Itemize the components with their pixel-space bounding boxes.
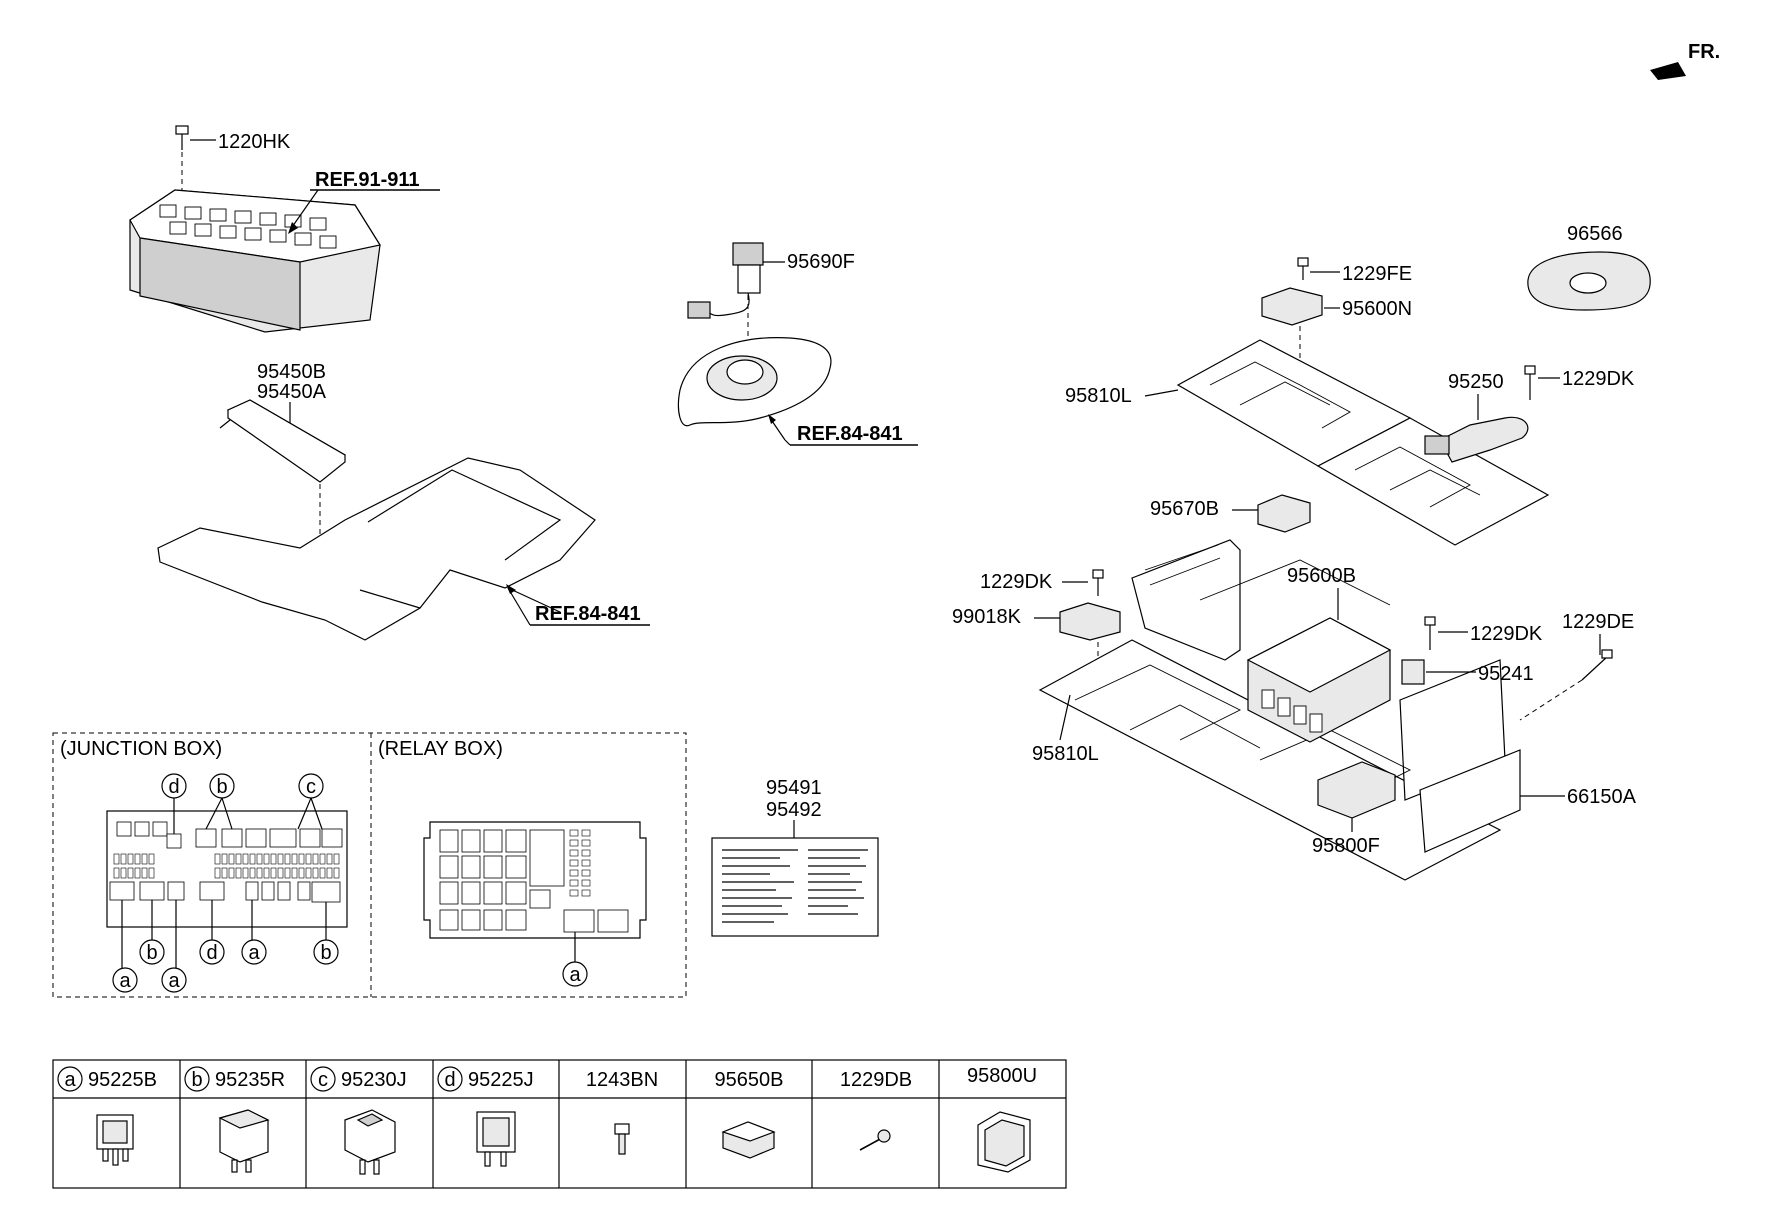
junction-marker-a-2[interactable]: a: [161, 900, 187, 993]
junction-marker-a-3[interactable]: a: [241, 900, 267, 965]
callout-ref-84-841-console: REF.84-841: [797, 423, 903, 445]
svg-text:c: c: [306, 776, 316, 798]
callout-1229DK-right: 1229DK: [1470, 623, 1543, 645]
callout-95450A: 95450A: [257, 381, 327, 403]
relay-icon: [218, 1109, 270, 1173]
upper-tray-assembly[interactable]: 96566 1229FE 95600N 95810L 95250: [1065, 223, 1651, 546]
table-header-1229DB[interactable]: 1229DB: [840, 1069, 912, 1091]
svg-text:a: a: [64, 1069, 76, 1091]
svg-text:d: d: [444, 1069, 455, 1091]
callout-1229DE: 1229DE: [1562, 611, 1634, 633]
table-header-95800U[interactable]: 95800U: [967, 1065, 1037, 1087]
svg-text:95235R: 95235R: [215, 1069, 285, 1091]
callout-ref-91-911: REF.91-911: [315, 169, 420, 191]
svg-text:95230J: 95230J: [341, 1069, 407, 1091]
table-header-95235R[interactable]: b 95235R: [184, 1066, 285, 1092]
callout-95450B: 95450B: [257, 361, 326, 383]
svg-text:a: a: [168, 970, 180, 992]
callout-1220HK: 1220HK: [218, 131, 291, 153]
junction-marker-b-2[interactable]: b: [313, 902, 339, 965]
svg-text:b: b: [216, 776, 227, 798]
callout-95600N: 95600N: [1342, 298, 1412, 320]
console-95690F-assembly[interactable]: 95690F REF.84-841: [677, 242, 918, 446]
table-header-1243BN[interactable]: 1243BN: [586, 1069, 658, 1091]
front-direction-indicator: FR.: [1650, 41, 1720, 80]
bolt-icon: [614, 1123, 630, 1155]
svg-text:a: a: [119, 970, 131, 992]
svg-text:c: c: [318, 1069, 328, 1091]
svg-text:95225B: 95225B: [88, 1069, 157, 1091]
junction-marker-b-top[interactable]: b: [205, 773, 235, 830]
junction-marker-c-top[interactable]: c: [297, 773, 324, 830]
callout-95492: 95492: [766, 799, 822, 821]
bracket-95450-assembly[interactable]: 95450B 95450A REF.84-841: [157, 361, 650, 641]
svg-text:b: b: [320, 942, 331, 964]
front-label: FR.: [1688, 41, 1720, 63]
module-icon: [721, 1121, 776, 1159]
callout-95491: 95491: [766, 777, 822, 799]
relay-box-title: (RELAY BOX): [378, 738, 503, 760]
callout-ref-84-841-floor: REF.84-841: [535, 603, 641, 625]
callout-95600B: 95600B: [1287, 565, 1356, 587]
table-header-95225B[interactable]: a 95225B: [57, 1066, 157, 1092]
junction-box-assembly[interactable]: 1220HK REF.91-911: [129, 125, 440, 333]
detail-frames: [52, 732, 687, 998]
junction-box-title: (JUNCTION BOX): [60, 738, 222, 760]
svg-text:1229DB: 1229DB: [840, 1069, 912, 1091]
relay-marker-a[interactable]: a: [562, 932, 588, 987]
relay-icon: [476, 1111, 516, 1167]
front-arrow-icon: [1650, 62, 1686, 80]
callout-95250: 95250: [1448, 371, 1504, 393]
table-header-95650B[interactable]: 95650B: [715, 1069, 784, 1091]
svg-text:a: a: [248, 942, 260, 964]
table-header-95225J[interactable]: d 95225J: [437, 1066, 534, 1092]
svg-text:95650B: 95650B: [715, 1069, 784, 1091]
junction-marker-b-1[interactable]: b: [139, 900, 165, 965]
relay-icon: [96, 1114, 134, 1166]
callout-1229DK-left: 1229DK: [980, 571, 1053, 593]
junction-marker-a-1[interactable]: a: [112, 900, 138, 993]
screw-icon: [859, 1129, 891, 1151]
junction-box-detail[interactable]: (JUNCTION BOX): [60, 738, 348, 993]
parts-table: a 95225B b 95235R c 95230J: [52, 1059, 1067, 1189]
callout-95241: 95241: [1478, 663, 1534, 685]
lower-bracket-assembly[interactable]: 95670B 1229DK 99018K 95810L 95600B: [952, 494, 1637, 881]
bracket-icon: [977, 1111, 1031, 1173]
relay-icon: [344, 1109, 396, 1175]
svg-text:1243BN: 1243BN: [586, 1069, 658, 1091]
callout-95810L-upper: 95810L: [1065, 385, 1132, 407]
svg-text:a: a: [569, 964, 581, 986]
callout-95670B: 95670B: [1150, 498, 1219, 520]
callout-1229DK-upper: 1229DK: [1562, 368, 1635, 390]
relay-box-detail[interactable]: (RELAY BOX) a: [378, 738, 647, 987]
fuse-label-95491-95492[interactable]: 95491 95492: [711, 777, 879, 937]
svg-text:d: d: [206, 942, 217, 964]
callout-95810L-lower: 95810L: [1032, 743, 1099, 765]
svg-text:95800U: 95800U: [967, 1065, 1037, 1087]
svg-text:95225J: 95225J: [468, 1069, 534, 1091]
bolt-icon: [175, 125, 189, 200]
svg-text:d: d: [168, 776, 179, 798]
callout-95690F: 95690F: [787, 251, 855, 273]
callout-99018K: 99018K: [952, 606, 1022, 628]
junction-marker-d-top[interactable]: d: [161, 773, 187, 834]
svg-text:b: b: [146, 942, 157, 964]
svg-text:b: b: [191, 1069, 202, 1091]
callout-96566: 96566: [1567, 223, 1623, 245]
junction-marker-d-1[interactable]: d: [199, 900, 225, 965]
table-header-95230J[interactable]: c 95230J: [310, 1066, 407, 1092]
callout-95800F: 95800F: [1312, 835, 1380, 857]
callout-66150A: 66150A: [1567, 786, 1637, 808]
callout-1229FE: 1229FE: [1342, 263, 1412, 285]
